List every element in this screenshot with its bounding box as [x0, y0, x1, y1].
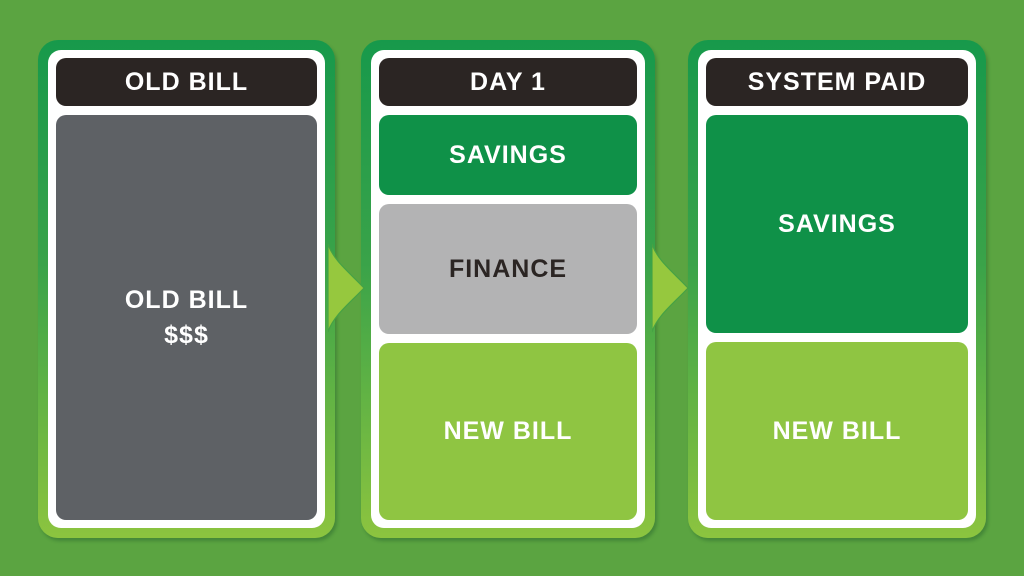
section-label-line: $$$ [164, 320, 209, 349]
section-label: SAVINGS [449, 140, 567, 169]
card-header: DAY 1 [379, 58, 637, 106]
section-label: FINANCE [448, 254, 568, 283]
section-label: NEW BILL [772, 416, 902, 445]
section-label-line: OLD BILL [124, 285, 249, 314]
card-header-label: DAY 1 [470, 67, 546, 96]
card-body: DAY 1 SAVINGS FINANCE NEW BILL [371, 50, 645, 528]
section-savings: SAVINGS [706, 115, 968, 333]
section-label: SAVINGS [778, 209, 896, 238]
card-header: SYSTEM PAID [706, 58, 968, 106]
section-savings: SAVINGS [379, 115, 637, 195]
card-header-label: SYSTEM PAID [747, 67, 927, 96]
card-header: OLD BILL [56, 58, 317, 106]
section-finance: FINANCE [379, 204, 637, 334]
card-body: SYSTEM PAID SAVINGS NEW BILL [698, 50, 976, 528]
section-new-bill: NEW BILL [706, 342, 968, 520]
card-old-bill: OLD BILL OLD BILL $$$ [38, 40, 335, 538]
card-header-label: OLD BILL [124, 67, 249, 96]
flow-arrow-icon [652, 243, 689, 333]
card-system-paid: SYSTEM PAID SAVINGS NEW BILL [688, 40, 986, 538]
section-new-bill: NEW BILL [379, 343, 637, 520]
section-old-bill: OLD BILL $$$ [56, 115, 317, 520]
flow-arrow-icon [328, 243, 365, 333]
card-day-1: DAY 1 SAVINGS FINANCE NEW BILL [361, 40, 655, 538]
card-body: OLD BILL OLD BILL $$$ [48, 50, 325, 528]
section-label: NEW BILL [443, 417, 573, 445]
